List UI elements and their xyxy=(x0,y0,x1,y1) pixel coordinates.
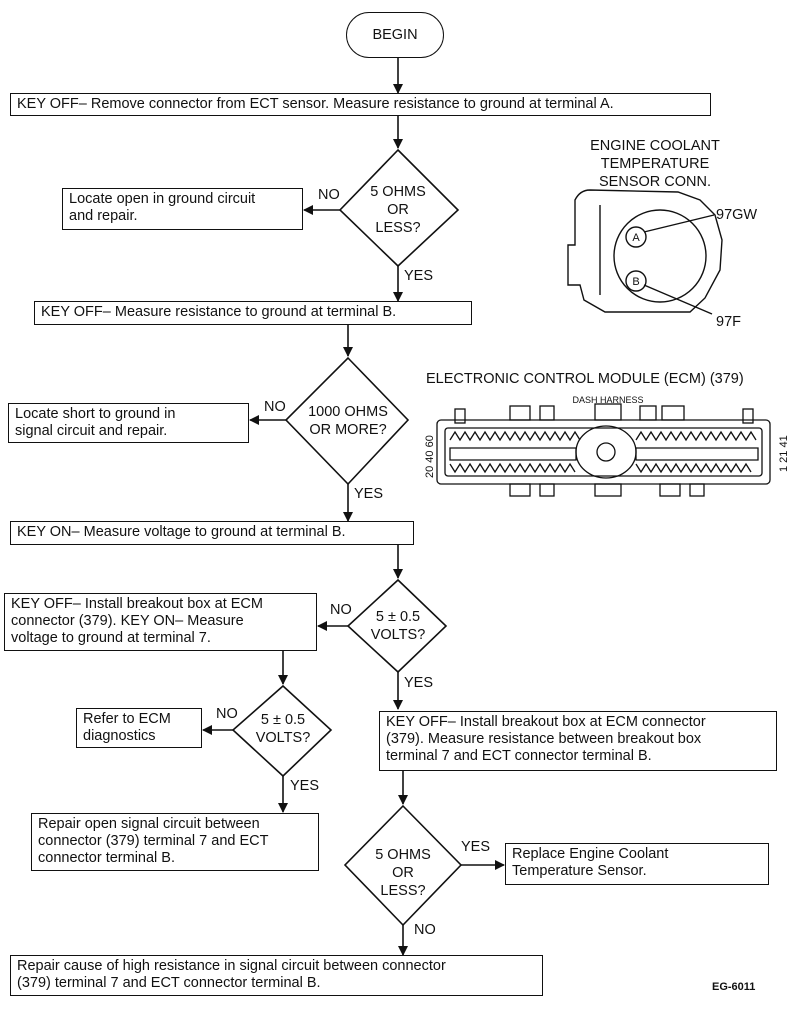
action-text-line: and repair. xyxy=(69,208,138,224)
decision-text-line: LESS? xyxy=(380,883,426,899)
decision-diamond-1 xyxy=(338,148,460,268)
decision-text-line: 5 ± 0.5 xyxy=(260,712,306,728)
d5-no-action-box: Repair cause of high resistance in signa… xyxy=(10,955,543,996)
d2-yes-label: YES xyxy=(354,486,384,502)
action-text-line: Locate short to ground in xyxy=(15,406,176,422)
d1-no-label: NO xyxy=(318,187,340,203)
decision-diamond-5 xyxy=(343,804,463,927)
d3-yes-action-box: KEY OFF– Install breakout box at ECM con… xyxy=(379,711,777,771)
action-text-line: signal circuit and repair. xyxy=(15,423,168,439)
d3-no-label: NO xyxy=(330,602,352,618)
ecm-connector-title: ELECTRONIC CONTROL MODULE (ECM) (379) xyxy=(426,371,744,387)
step-1-text: KEY OFF– Remove connector from ECT senso… xyxy=(17,96,614,112)
action-text-line: connector (379) terminal 7 and ECT xyxy=(38,833,269,849)
action-text-line: Temperature Sensor. xyxy=(512,863,647,879)
action-text-line: Repair cause of high resistance in signa… xyxy=(17,958,446,974)
d3-yes-label: YES xyxy=(404,675,434,691)
d4-yes-label: YES xyxy=(290,778,320,794)
d1-yes-label: YES xyxy=(404,268,434,284)
decision-5-text: 5 OHMS OR LESS? xyxy=(353,846,453,900)
d5-yes-action-box: Replace Engine Coolant Temperature Senso… xyxy=(505,843,769,885)
decision-diamond-3 xyxy=(346,578,448,674)
ect-connector-drawing xyxy=(567,189,723,315)
decision-text-line: OR xyxy=(392,865,414,881)
decision-text-line: OR xyxy=(387,202,409,218)
step-3-box: KEY ON– Measure voltage to ground at ter… xyxy=(10,521,414,545)
ecm-harness-label: DASH HARNESS xyxy=(572,395,643,405)
step-2-text: KEY OFF– Measure resistance to ground at… xyxy=(41,304,397,320)
terminal-b xyxy=(625,270,647,292)
decision-3-text: 5 ± 0.5 VOLTS? xyxy=(353,608,443,644)
action-text-line: voltage to ground at terminal 7. xyxy=(11,630,211,646)
ecm-connector-drawing xyxy=(436,403,771,497)
d4-no-action-box: Refer to ECM diagnostics xyxy=(76,708,202,748)
step-2-box: KEY OFF– Measure resistance to ground at… xyxy=(34,301,472,325)
action-text-line: connector terminal B. xyxy=(38,850,176,866)
decision-text-line: 1000 OHMS xyxy=(308,404,388,420)
ecm-left-pin-numbers: 20 40 60 xyxy=(424,435,436,478)
decision-2-text: 1000 OHMS OR MORE? xyxy=(293,403,403,439)
decision-text-line: 5 ± 0.5 xyxy=(375,609,421,625)
action-text-line: terminal 7 and ECT connector terminal B. xyxy=(386,748,652,764)
action-text-line: (379) terminal 7 and ECT connector termi… xyxy=(17,975,321,991)
figure-code: EG-6011 xyxy=(712,981,756,993)
decision-text-line: VOLTS? xyxy=(255,730,311,746)
action-text-line: KEY OFF– Install breakout box at ECM con… xyxy=(386,714,706,730)
decision-diamond-4 xyxy=(231,684,333,778)
d4-no-label: NO xyxy=(216,706,238,722)
decision-4-text: 5 ± 0.5 VOLTS? xyxy=(238,711,328,747)
d2-no-label: NO xyxy=(264,399,286,415)
action-text-line: KEY OFF– Install breakout box at ECM xyxy=(11,596,263,612)
d3-no-action-box: KEY OFF– Install breakout box at ECM con… xyxy=(4,593,317,651)
action-text-line: Replace Engine Coolant xyxy=(512,846,669,862)
step-3-text: KEY ON– Measure voltage to ground at ter… xyxy=(17,524,346,540)
action-text-line: Locate open in ground circuit xyxy=(69,191,256,207)
terminal-a-label: A xyxy=(632,232,640,244)
decision-text-line: 5 OHMS xyxy=(375,847,431,863)
decision-text-line: OR MORE? xyxy=(309,422,387,438)
terminal-b-label: B xyxy=(632,276,639,288)
terminal-a xyxy=(625,226,647,248)
action-text-line: Repair open signal circuit between xyxy=(38,816,260,832)
decision-diamond-2 xyxy=(284,356,410,486)
d5-yes-label: YES xyxy=(461,839,491,855)
decision-text-line: LESS? xyxy=(375,220,421,236)
action-text-line: Refer to ECM xyxy=(83,711,171,727)
decision-1-text: 5 OHMS OR LESS? xyxy=(348,183,448,237)
ect-title-line: SENSOR CONN. xyxy=(599,174,711,190)
ecm-right-pin-numbers: 1 21 41 xyxy=(778,435,790,472)
begin-label: BEGIN xyxy=(372,27,418,43)
action-text-line: (379). Measure resistance between breako… xyxy=(386,731,702,747)
d4-yes-action-box: Repair open signal circuit between conne… xyxy=(31,813,319,871)
wire-b-label: 97F xyxy=(716,314,741,330)
begin-terminator: BEGIN xyxy=(346,12,444,58)
wire-a-label: 97GW xyxy=(716,207,758,223)
d5-no-label: NO xyxy=(414,922,436,938)
ect-title-line: TEMPERATURE xyxy=(600,156,710,172)
d2-no-action-box: Locate short to ground in signal circuit… xyxy=(8,403,249,443)
d1-no-action-box: Locate open in ground circuit and repair… xyxy=(62,188,303,230)
ect-connector-title: ENGINE COOLANT TEMPERATURE SENSOR CONN. xyxy=(560,137,750,191)
ect-title-line: ENGINE COOLANT xyxy=(590,138,720,154)
step-1-box: KEY OFF– Remove connector from ECT senso… xyxy=(10,93,711,116)
decision-text-line: 5 OHMS xyxy=(370,184,426,200)
action-text-line: connector (379). KEY ON– Measure xyxy=(11,613,244,629)
action-text-line: diagnostics xyxy=(83,728,156,744)
decision-text-line: VOLTS? xyxy=(370,627,426,643)
